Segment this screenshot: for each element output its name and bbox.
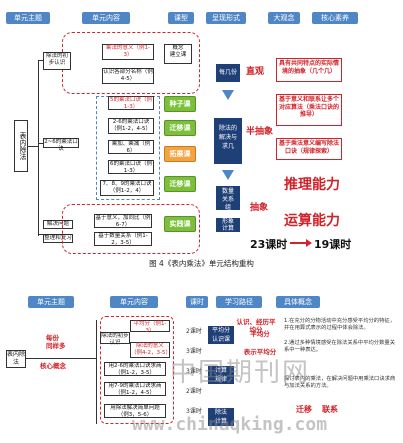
connector: [38, 60, 44, 61]
group1-label: 除法的初步认识: [43, 52, 71, 70]
migrate-label: 迁移: [296, 405, 312, 414]
hours-from: 23课时: [250, 238, 288, 251]
link-label: 联系: [322, 405, 338, 414]
header-concept: 具体概念: [276, 296, 320, 308]
node-c: 数量 关系 组: [216, 186, 240, 211]
hour-label: 2课时: [186, 388, 202, 395]
header-unit-theme: 单元主题: [6, 12, 50, 24]
label-reasoning: 推理能力: [284, 177, 340, 193]
group2-item: 5的乘法口诀（例1-3）: [108, 96, 154, 110]
group2-label: 2~6的乘法口诀: [43, 138, 79, 152]
path-label: 平均分: [250, 330, 270, 338]
watermark-url: www.chinaqking.com: [132, 414, 328, 435]
group3-label: 整理和复习: [43, 234, 73, 243]
header-learning-path: 学习路径: [216, 296, 262, 308]
item-box: 除法的意义（例4-2，3-5）: [130, 342, 171, 358]
concept-text: 1.在充分的分物活动中充分感受平均分的特征，并在用算式表示的过程中体会除法。: [284, 318, 395, 331]
label-abstract: 抽象: [250, 203, 269, 213]
header-core-literacy: 核心素养: [312, 12, 358, 24]
arrow-down-icon: [222, 170, 234, 180]
path-label: 表示平均分: [243, 348, 277, 356]
header-unit-theme-2: 单元主题: [28, 296, 74, 308]
group3-label: 解决问题: [43, 220, 73, 229]
hours-to: 19课时: [314, 238, 352, 251]
hour-label: 3课时: [186, 408, 202, 415]
group3-item: 基于意义，加同比（例6-7）: [94, 214, 152, 228]
concept-core: 核心概念: [40, 362, 66, 370]
path-node: 平均分 认识课: [208, 326, 234, 344]
header-unit-content: 单元内容: [82, 12, 130, 24]
watermark-cn: 中国期刊网: [170, 358, 311, 388]
course-extend: 拓展课: [164, 146, 196, 162]
path-label: 认识、经历平均分: [236, 318, 276, 334]
connector: [26, 358, 96, 359]
item-box: 除法的初步认识: [100, 332, 130, 346]
arrow-right-icon: [290, 242, 306, 244]
arrow-down-icon: [222, 90, 234, 100]
header-unit-content-2: 单元内容: [110, 296, 158, 308]
item-box: 用除法解决简单问题（例3，5-6）: [104, 404, 166, 418]
node-b: 除法的 解决与 求几: [214, 118, 242, 164]
group3-outline: [62, 204, 200, 254]
hour-label: 2课时: [186, 328, 202, 335]
connector: [96, 320, 97, 424]
label-semi-abstract: 半抽象: [246, 127, 274, 137]
bottom-outline: [100, 316, 174, 424]
concept-text: 探讨表内的乘法，在解决问题中用乘法口诀求商与加法关系的方法。: [284, 376, 396, 389]
unit-theme-box: 表内除法: [14, 120, 28, 172]
path-node: 计算 规律: [208, 366, 234, 384]
connector: [38, 60, 39, 236]
idea-box-1: 具有共同特点的实际情境的抽象（几个几）: [276, 58, 342, 82]
course-practice: 实践课: [164, 216, 196, 232]
label-intuitive: 直观: [246, 67, 265, 77]
item-box: 平均分（例1-3）: [130, 320, 170, 334]
group3-item: 基于数量关系（例1-2，3-5）: [94, 232, 152, 246]
arrow-head-icon: [306, 239, 312, 247]
course-seed: 种子课: [164, 96, 196, 112]
header-course-type: 课型: [168, 12, 194, 24]
path-node: 除法 计算: [208, 408, 234, 426]
concept-tag-2: 每份 同样多: [46, 334, 66, 350]
figure-caption: 图 4《表内乘法》单元结构重构: [149, 259, 254, 268]
hour-label: 3课时: [186, 348, 202, 355]
idea-box-2: 基于意义和联系让多个对应算法（乘法口诀的推导）: [276, 94, 342, 126]
group2-item: 6的乘法口诀（例1-3）: [108, 160, 154, 174]
group2-item: 乘加、乘减（例6）: [108, 140, 154, 154]
connector: [38, 143, 44, 144]
connector: [28, 146, 38, 147]
group1-red-a: 乘法的意义（例1-3）: [102, 44, 154, 60]
connector: [38, 234, 44, 235]
header-big-idea: 大观念: [268, 12, 300, 24]
group2-item: 7、8、9的乘法口诀（例1-2，4）: [100, 180, 154, 196]
concept-text: 2.通过多种情境感受在除法关系中平均分数量关系中一种表达。: [284, 340, 395, 353]
header-presentation: 呈现形式: [206, 12, 246, 24]
node-a: 每几份: [216, 64, 240, 82]
header-hours: 课时: [186, 296, 208, 308]
course-migrate2: 迁移课: [164, 176, 196, 192]
group2-item: 2-6的乘法口诀（例1-2，4-5）: [108, 118, 154, 134]
group1-item: 认识各部分名称（例4-5）: [102, 68, 154, 84]
node-d: 形象 计算: [216, 218, 240, 232]
concept-tag: 概念 建立课: [164, 44, 192, 64]
item-box: 用2-6的乘法口诀求商（例1-2，3-5）: [104, 362, 166, 376]
hour-label: 3课时: [186, 368, 202, 375]
item-box: 用7-9的乘法口诀求商（例1-2，4-5）: [104, 382, 166, 396]
course-migrate: 迁移课: [164, 120, 196, 136]
idea-box-3: 基于乘法意义编写除法口诀（规律探索）: [276, 138, 342, 160]
label-computation: 运算能力: [284, 213, 340, 229]
unit-theme-box-2: 表内除法: [6, 350, 26, 368]
